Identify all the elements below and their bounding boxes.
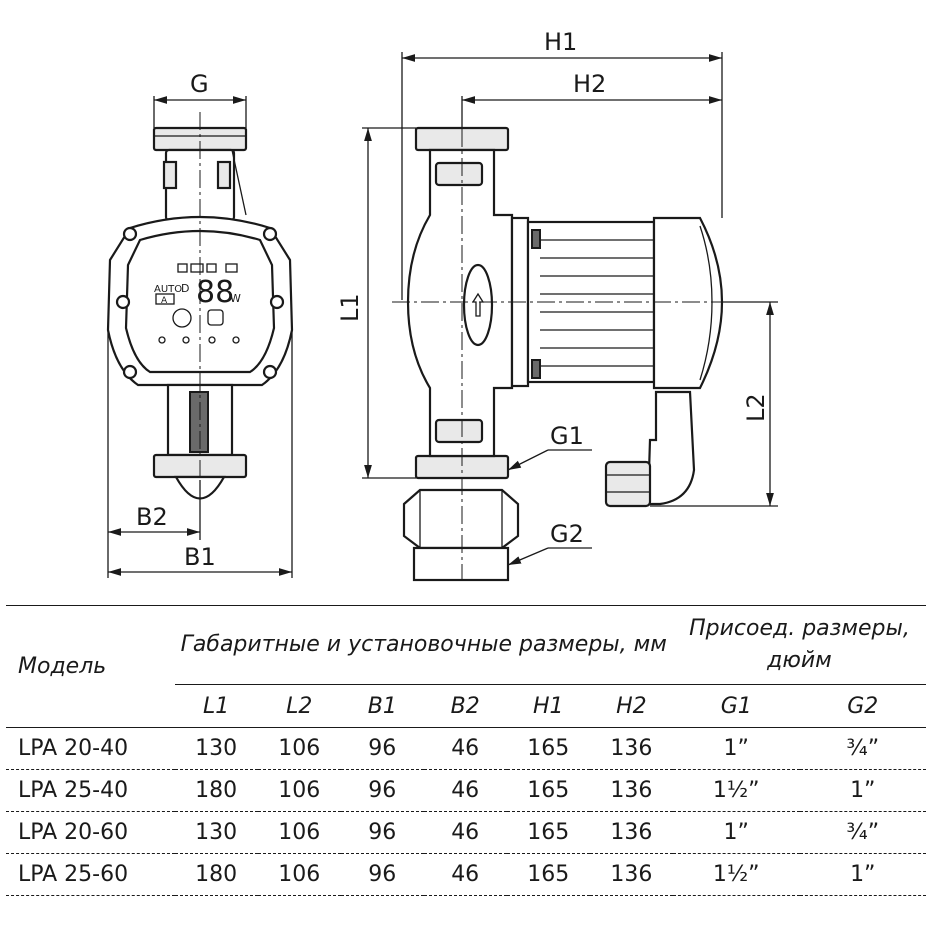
row-model: LPA 20-60 [6,811,175,854]
cell-h2: 136 [589,811,673,854]
label-l2: L2 [742,393,770,422]
cell-l2: 106 [257,853,341,896]
group-connection-header: Присоед. размеры, дюйм [672,605,926,685]
auto-label: AUTO [154,284,182,295]
cell-h2: 136 [589,769,673,812]
cell-l1: 180 [174,769,258,812]
front-view: AUTO D 88 W A [106,112,294,500]
cell-b2: 46 [423,811,507,854]
table-row: LPA 20-60 130 106 96 46 165 136 1” ¾” [6,811,926,854]
cell-h1: 165 [506,853,590,896]
cell-b1: 96 [340,727,424,770]
mode-letter: D [181,282,189,295]
cell-g1: 1” [672,811,800,854]
cell-b2: 46 [423,769,507,812]
dimension-b: B2 B1 [107,330,293,578]
model-header: Модель [6,605,175,728]
cell-g2: 1” [799,853,926,896]
unit-label: W [230,292,241,305]
label-g1: G1 [550,422,584,450]
cell-l2: 106 [257,727,341,770]
row-model: LPA 20-40 [6,727,175,770]
display-digits: 88 [196,275,234,310]
cell-h2: 136 [589,727,673,770]
select-button-icon [207,309,224,326]
label-g2: G2 [550,520,584,548]
pump-technical-drawing: AUTO D 88 W A G B2 B1 [106,28,778,582]
label-h1: H1 [544,28,577,56]
cell-g2: ¾” [799,811,926,854]
col-header-g2: G2 [799,684,926,728]
cell-l1: 130 [174,811,258,854]
dimension-l1: L1 [336,127,416,479]
dimensions-table: Модель Габаритные и установочные размеры… [6,605,926,896]
cell-g2: ¾” [799,727,926,770]
cell-h2: 136 [589,853,673,896]
table-row: LPA 20-40 130 106 96 46 165 136 1” ¾” [6,727,926,770]
leader-g2: G2 [507,520,592,566]
col-header-l2: L2 [257,684,341,728]
row-model: LPA 25-40 [6,769,175,812]
cell-g2: 1” [799,769,926,812]
group-dimensions-header: Габаритные и установочные размеры, мм [174,605,673,685]
label-h2: H2 [573,70,606,98]
col-header-b2: B2 [423,684,507,728]
cell-l1: 130 [174,727,258,770]
dimension-g: G [153,70,247,128]
cell-b2: 46 [423,727,507,770]
label-l1: L1 [336,293,364,322]
cell-l2: 106 [257,811,341,854]
cell-g1: 1” [672,727,800,770]
col-header-h2: H2 [589,684,673,728]
mode-button-icon [172,308,192,328]
label-b1: B1 [184,543,216,571]
cell-l2: 106 [257,769,341,812]
leader-g1: G1 [507,422,592,471]
cell-h1: 165 [506,727,590,770]
side-view [392,100,735,582]
row-model: LPA 25-60 [6,853,175,896]
dimension-l2: L2 [650,301,778,507]
label-b2: B2 [136,503,168,531]
mode-badge: A [161,296,168,306]
label-g: G [190,70,209,98]
cell-h1: 165 [506,769,590,812]
col-header-b1: B1 [340,684,424,728]
dimension-h: H1 H2 [401,28,723,300]
cell-g1: 1½” [672,769,800,812]
cell-b1: 96 [340,853,424,896]
cell-g1: 1½” [672,853,800,896]
table-row: LPA 25-60 180 106 96 46 165 136 1½” 1” [6,853,926,896]
cell-l1: 180 [174,853,258,896]
cell-b2: 46 [423,853,507,896]
cell-b1: 96 [340,811,424,854]
table-row: LPA 25-40 180 106 96 46 165 136 1½” 1” [6,769,926,812]
col-header-h1: H1 [506,684,590,728]
cell-h1: 165 [506,811,590,854]
cell-b1: 96 [340,769,424,812]
col-header-l1: L1 [174,684,258,728]
col-header-g1: G1 [672,684,800,728]
